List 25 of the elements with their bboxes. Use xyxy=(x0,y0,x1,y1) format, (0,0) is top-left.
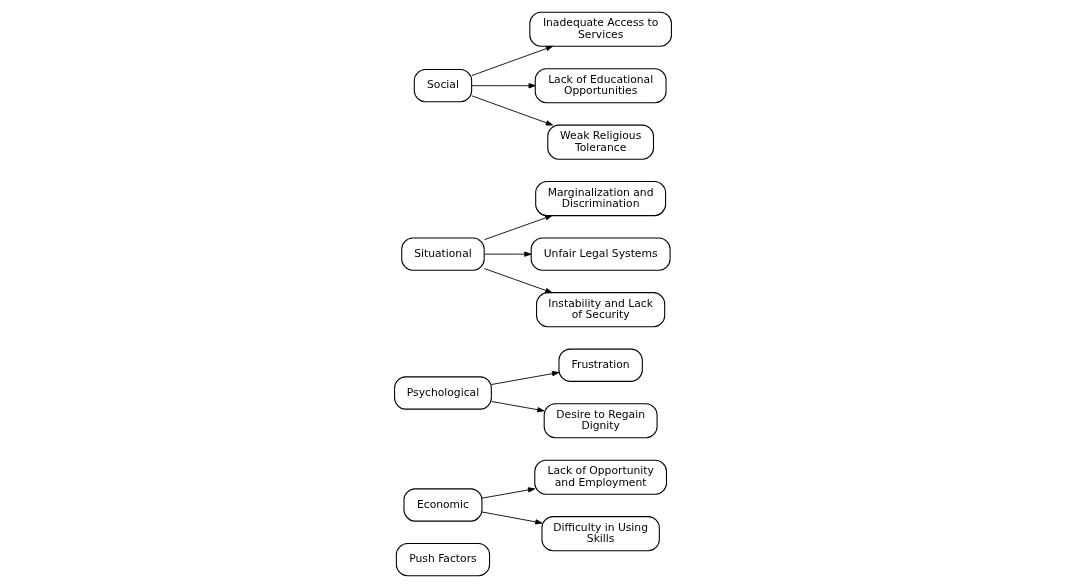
node-box: Frustration xyxy=(557,348,643,382)
node-box: Marginalization and Discrimination xyxy=(534,181,666,217)
arrow xyxy=(470,95,553,126)
node-box: Desire to Regain Dignity xyxy=(543,403,658,439)
node-box: Lack of Opportunity and Employment xyxy=(533,459,667,495)
node-box: Situational xyxy=(400,237,485,271)
node-box: Inadequate Access to Services xyxy=(528,11,672,47)
node-box: Social xyxy=(413,69,472,103)
arrow xyxy=(470,45,553,77)
arrow xyxy=(481,511,542,525)
node-box: Economic xyxy=(402,488,482,522)
node-box: Instability and Lack of Security xyxy=(535,292,665,328)
node-box: Difficulty in Using Skills xyxy=(540,516,660,552)
node-box: Push Factors xyxy=(395,542,490,577)
arrow xyxy=(481,487,535,499)
arrow xyxy=(483,268,552,294)
node-box: Unfair Legal Systems xyxy=(530,237,671,271)
arrow xyxy=(490,371,559,385)
node-box: Lack of Educational Opportunities xyxy=(534,68,667,104)
arrow xyxy=(470,83,536,89)
arrow xyxy=(490,401,544,413)
node-box: Psychological xyxy=(393,376,492,410)
node-box: Weak Religious Tolerance xyxy=(546,124,654,160)
arrow xyxy=(483,251,531,257)
arrow xyxy=(483,215,552,241)
